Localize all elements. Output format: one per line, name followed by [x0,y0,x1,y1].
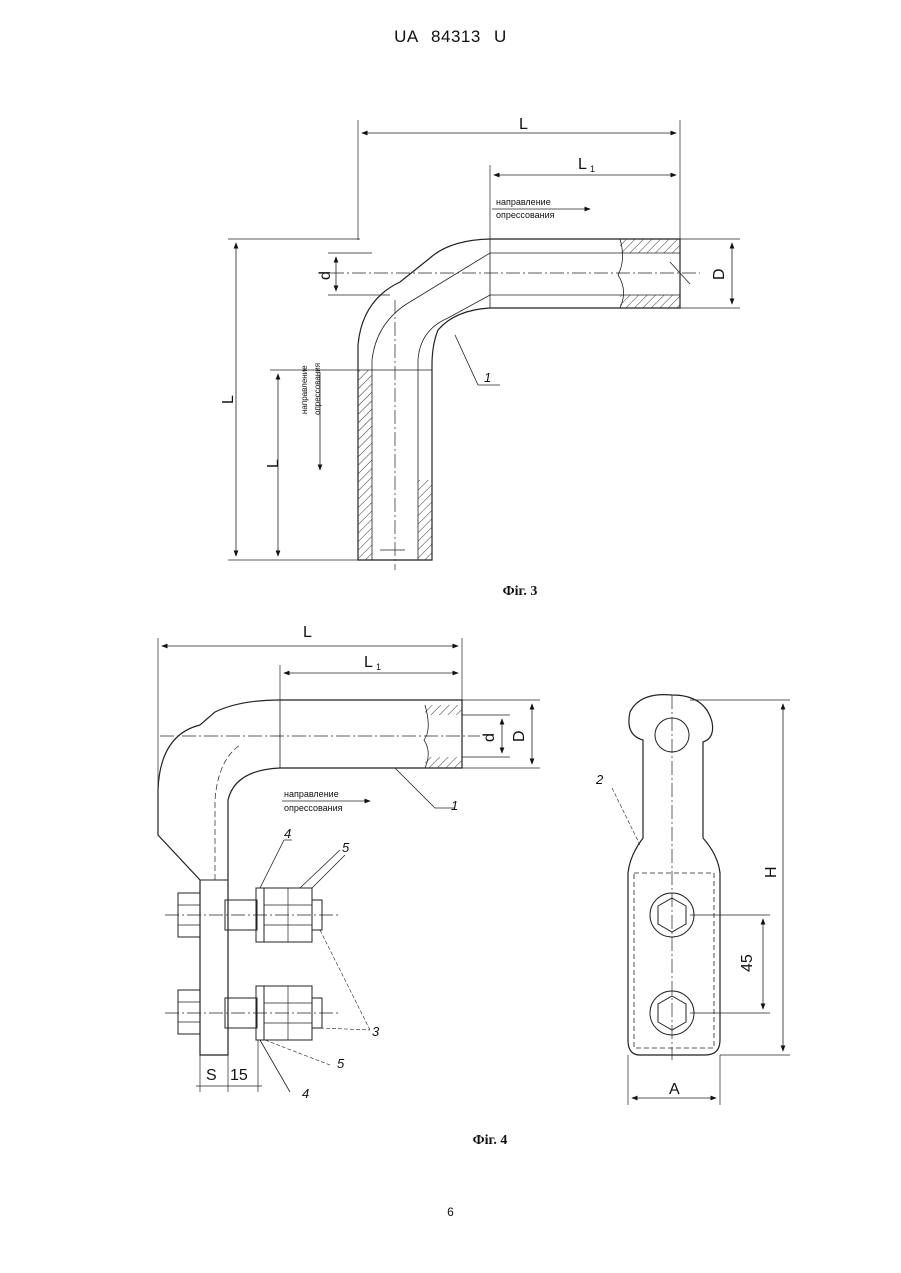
fig4-front-outline [628,695,720,1055]
fig4-dim-15: 15 [230,1067,248,1084]
fig3-lug-outline [358,239,680,560]
fig3-dim-L-left: L [220,395,237,404]
fig3-dim-L1-sub: 1 [590,164,595,174]
fig4-dim-D: D [511,730,528,742]
fig3-dim-D: D [711,268,728,280]
fig4-dim-L: L [303,624,312,641]
fig3-note-line1: направление [496,197,551,207]
fig4-note-line2: опрессования [284,803,343,813]
figure-4-front-view [612,695,790,1105]
fig3-note-left-line1: направление [300,365,309,414]
fig4-callout-4b: 4 [302,1086,309,1101]
fig4-dim-H: H [763,866,780,878]
fig4-dim-L1-sub: 1 [376,662,381,672]
fig4-callout-5b: 5 [337,1056,345,1071]
fig4-dim-L1: L [364,654,373,671]
fig4-dim-45: 45 [739,954,756,972]
fig4-dim-S: S [206,1067,217,1084]
fig3-dim-L1-left: L [265,459,282,468]
figure-3-caption: Фіг. 3 [420,584,620,600]
fig3-dim-L1: L [578,156,587,173]
figure-3 [228,120,740,570]
fig3-dim-d: d [317,271,334,280]
fig3-note-left-line2: опрессования [313,363,322,415]
fig4-note-line1: направление [284,789,339,799]
fig4-callout-3: 3 [372,1024,380,1039]
page-number: 6 [0,1205,901,1219]
fig4-callout-4a: 4 [284,826,291,841]
figure-4-side-view [158,638,540,1092]
fig4-dim-d: d [481,733,498,742]
figure-4-caption: Фіг. 4 [390,1133,590,1149]
fig4-lug-outline [158,700,462,1055]
fig3-note-line2: опрессования [496,210,555,220]
fig4-callout-2: 2 [595,772,604,787]
fig3-callout-1: 1 [484,370,491,385]
fig4-callout-1: 1 [451,798,458,813]
fig4-callout-5a: 5 [342,840,350,855]
fig3-dim-L: L [519,116,528,133]
fig4-dim-A: A [669,1081,680,1098]
